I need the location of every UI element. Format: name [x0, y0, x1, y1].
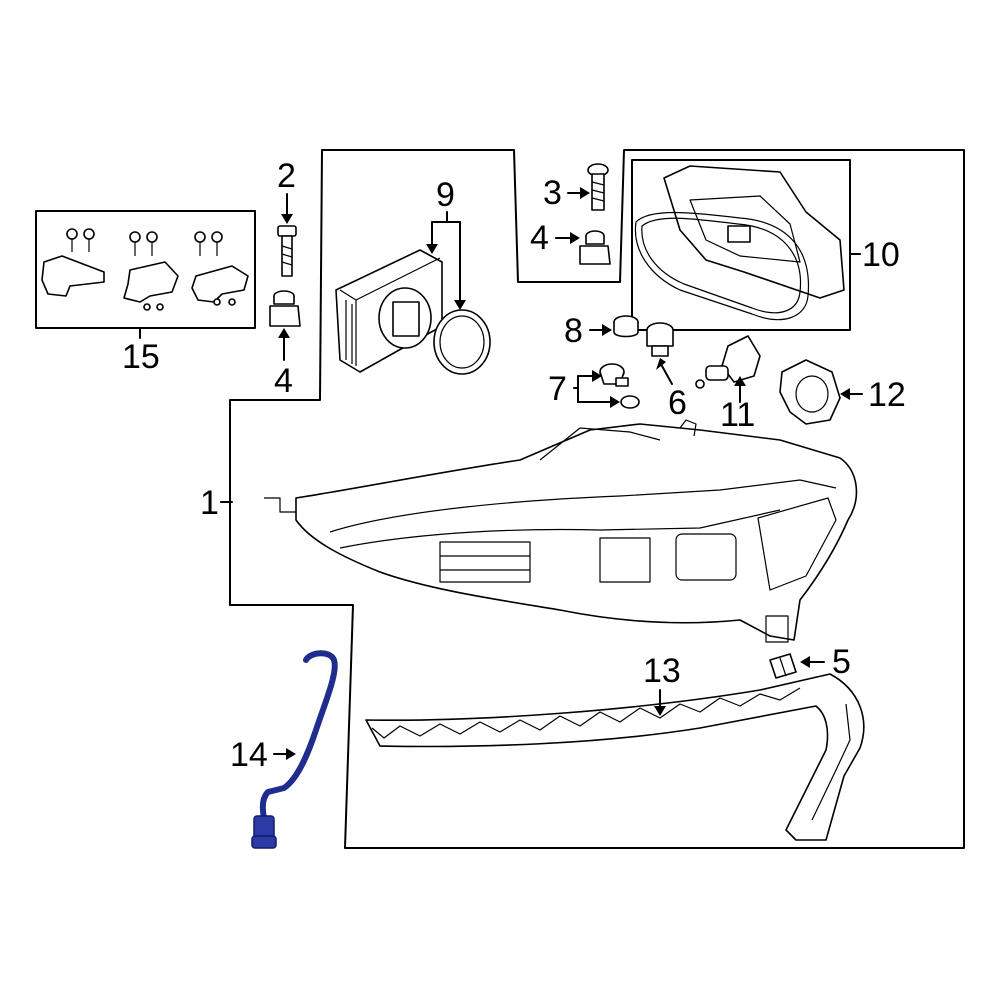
bulb-part-11: [695, 335, 761, 389]
clip-nut-part-4b: [579, 230, 611, 265]
leader-lines: [139, 187, 863, 760]
headlamp-assembly-part-1: [264, 419, 858, 643]
grommet-part-8: [613, 315, 639, 338]
callout-10: 10: [862, 236, 900, 274]
trim-strip-part-13: [365, 673, 865, 841]
callout-9: 9: [436, 176, 455, 214]
clip-part-5: [769, 653, 797, 679]
housing-cover-part-10: [634, 165, 845, 321]
callout-14: 14: [230, 736, 268, 774]
callout-4-upper: 4: [530, 219, 549, 257]
housing-cover-box: [631, 159, 851, 331]
bracket-kit-part: [41, 228, 249, 311]
callout-3: 3: [543, 174, 562, 212]
bolt-part-2: [277, 225, 297, 277]
callout-7: 7: [548, 370, 567, 408]
bracket-kit-box: [35, 210, 256, 329]
bulb-cap-part-12: [779, 359, 841, 425]
callout-4-lower: 4: [274, 362, 293, 400]
callout-8: 8: [564, 312, 583, 350]
callout-12: 12: [868, 376, 906, 414]
callout-11: 11: [720, 396, 755, 434]
adjuster-part-7: [599, 363, 629, 387]
callout-1: 1: [200, 484, 219, 522]
bulb-socket-part-6: [646, 322, 674, 357]
callout-6: 6: [668, 384, 687, 422]
callout-2: 2: [277, 157, 296, 195]
callout-5: 5: [832, 643, 851, 681]
o-ring-part-7: [620, 395, 640, 409]
screw-part-3: [587, 163, 609, 211]
control-module-part-9: [335, 249, 443, 373]
assembly-outline: [229, 149, 965, 849]
wiring-harness-part-14[interactable]: [251, 650, 338, 849]
seal-ring-part-9: [433, 309, 491, 375]
callout-15: 15: [122, 338, 160, 376]
callout-labels: 1 2 3 4 4 5 6 7 8 9 10 11 12 13 14 15: [122, 157, 906, 774]
clip-nut-part-4a: [269, 290, 301, 327]
callout-13: 13: [643, 652, 681, 690]
